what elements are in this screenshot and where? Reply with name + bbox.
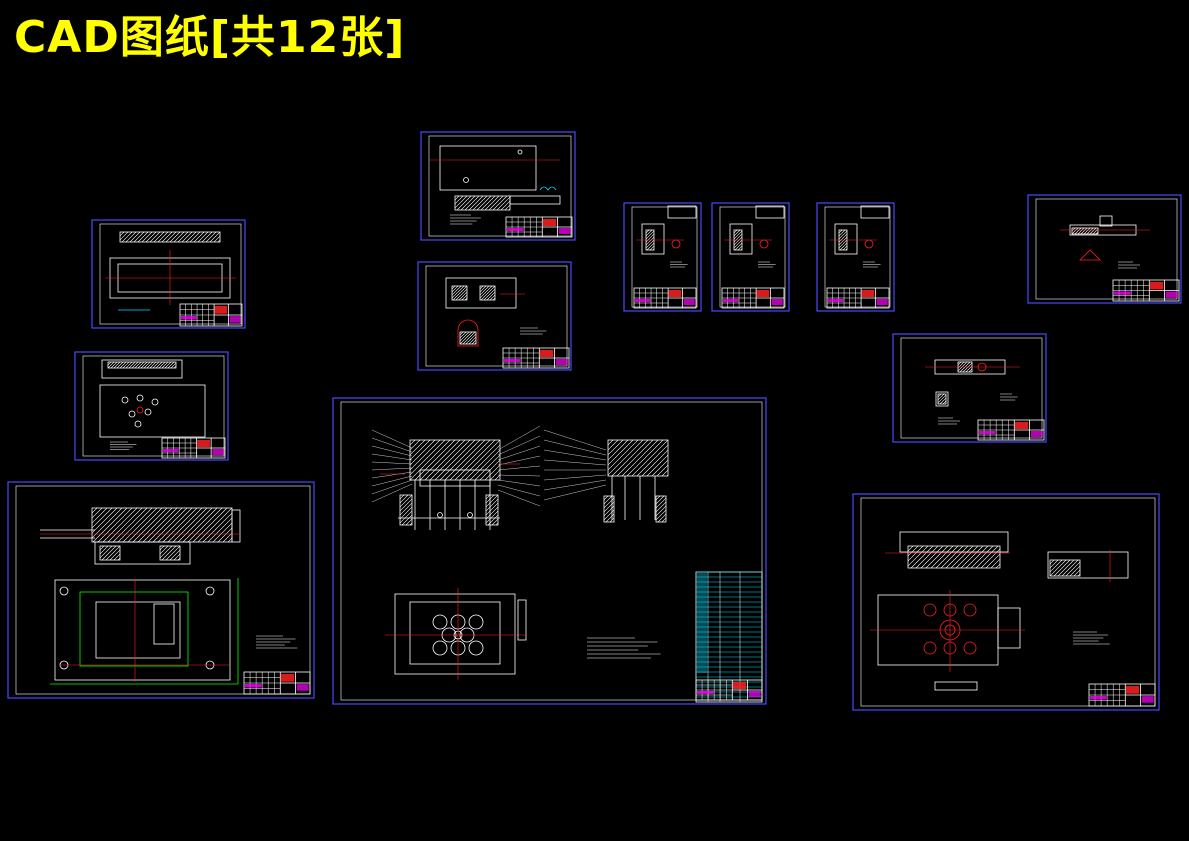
drawing-sheet[interactable] [91, 219, 246, 329]
drawing-sheet[interactable] [892, 333, 1047, 443]
title-block [161, 437, 226, 459]
title-block [633, 287, 697, 309]
page-title: CAD图纸[共12张] [14, 12, 406, 63]
title-block [502, 347, 570, 369]
drawing-sheet[interactable] [852, 493, 1160, 711]
title-block [695, 679, 763, 701]
title-block [721, 287, 785, 309]
drawing-sheet[interactable] [417, 261, 572, 371]
drawing-sheet[interactable] [1027, 194, 1182, 304]
title-block [1088, 683, 1156, 707]
drawing-sheet[interactable] [332, 397, 767, 705]
title-block [179, 303, 243, 327]
title-block [505, 216, 573, 238]
drawing-sheet[interactable] [7, 481, 315, 699]
drawing-sheet[interactable] [816, 202, 895, 312]
title-block [977, 419, 1045, 441]
drawing-sheet[interactable] [623, 202, 702, 312]
title-block [826, 287, 890, 309]
drawing-sheet[interactable] [420, 131, 576, 241]
drawing-sheet[interactable] [711, 202, 790, 312]
title-block [1112, 279, 1180, 302]
parts-list-table [695, 571, 763, 703]
drawing-sheet[interactable] [74, 351, 229, 461]
title-block [243, 671, 311, 695]
